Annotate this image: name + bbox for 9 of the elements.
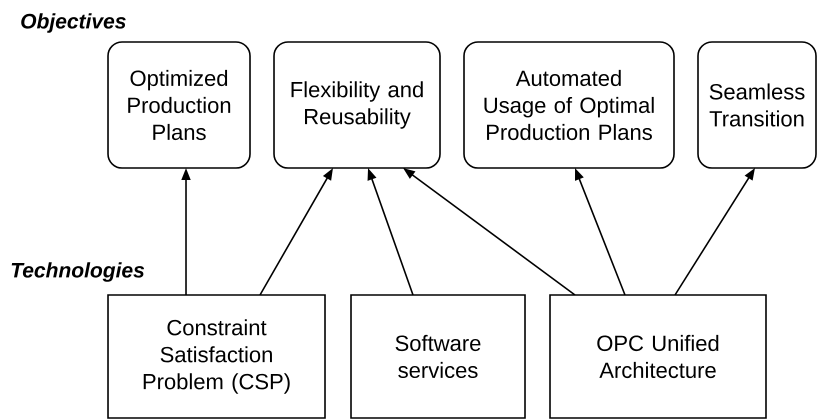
section-label: Technologies — [12, 262, 144, 282]
technology-box: Software services — [350, 294, 526, 419]
objective-box: Automated Usage of Optimal Production Plans — [463, 41, 675, 169]
objective-box: Seamless Transition — [697, 41, 817, 169]
objective-box: Flexibility and Reusability — [273, 41, 441, 169]
section-label: Objectives — [21, 13, 126, 33]
technology-box: OPC Unified Architecture — [549, 294, 767, 419]
objective-box: Optimized Production Plans — [107, 41, 251, 169]
technology-box: Constraint Satisfaction Problem (CSP) — [107, 294, 326, 419]
